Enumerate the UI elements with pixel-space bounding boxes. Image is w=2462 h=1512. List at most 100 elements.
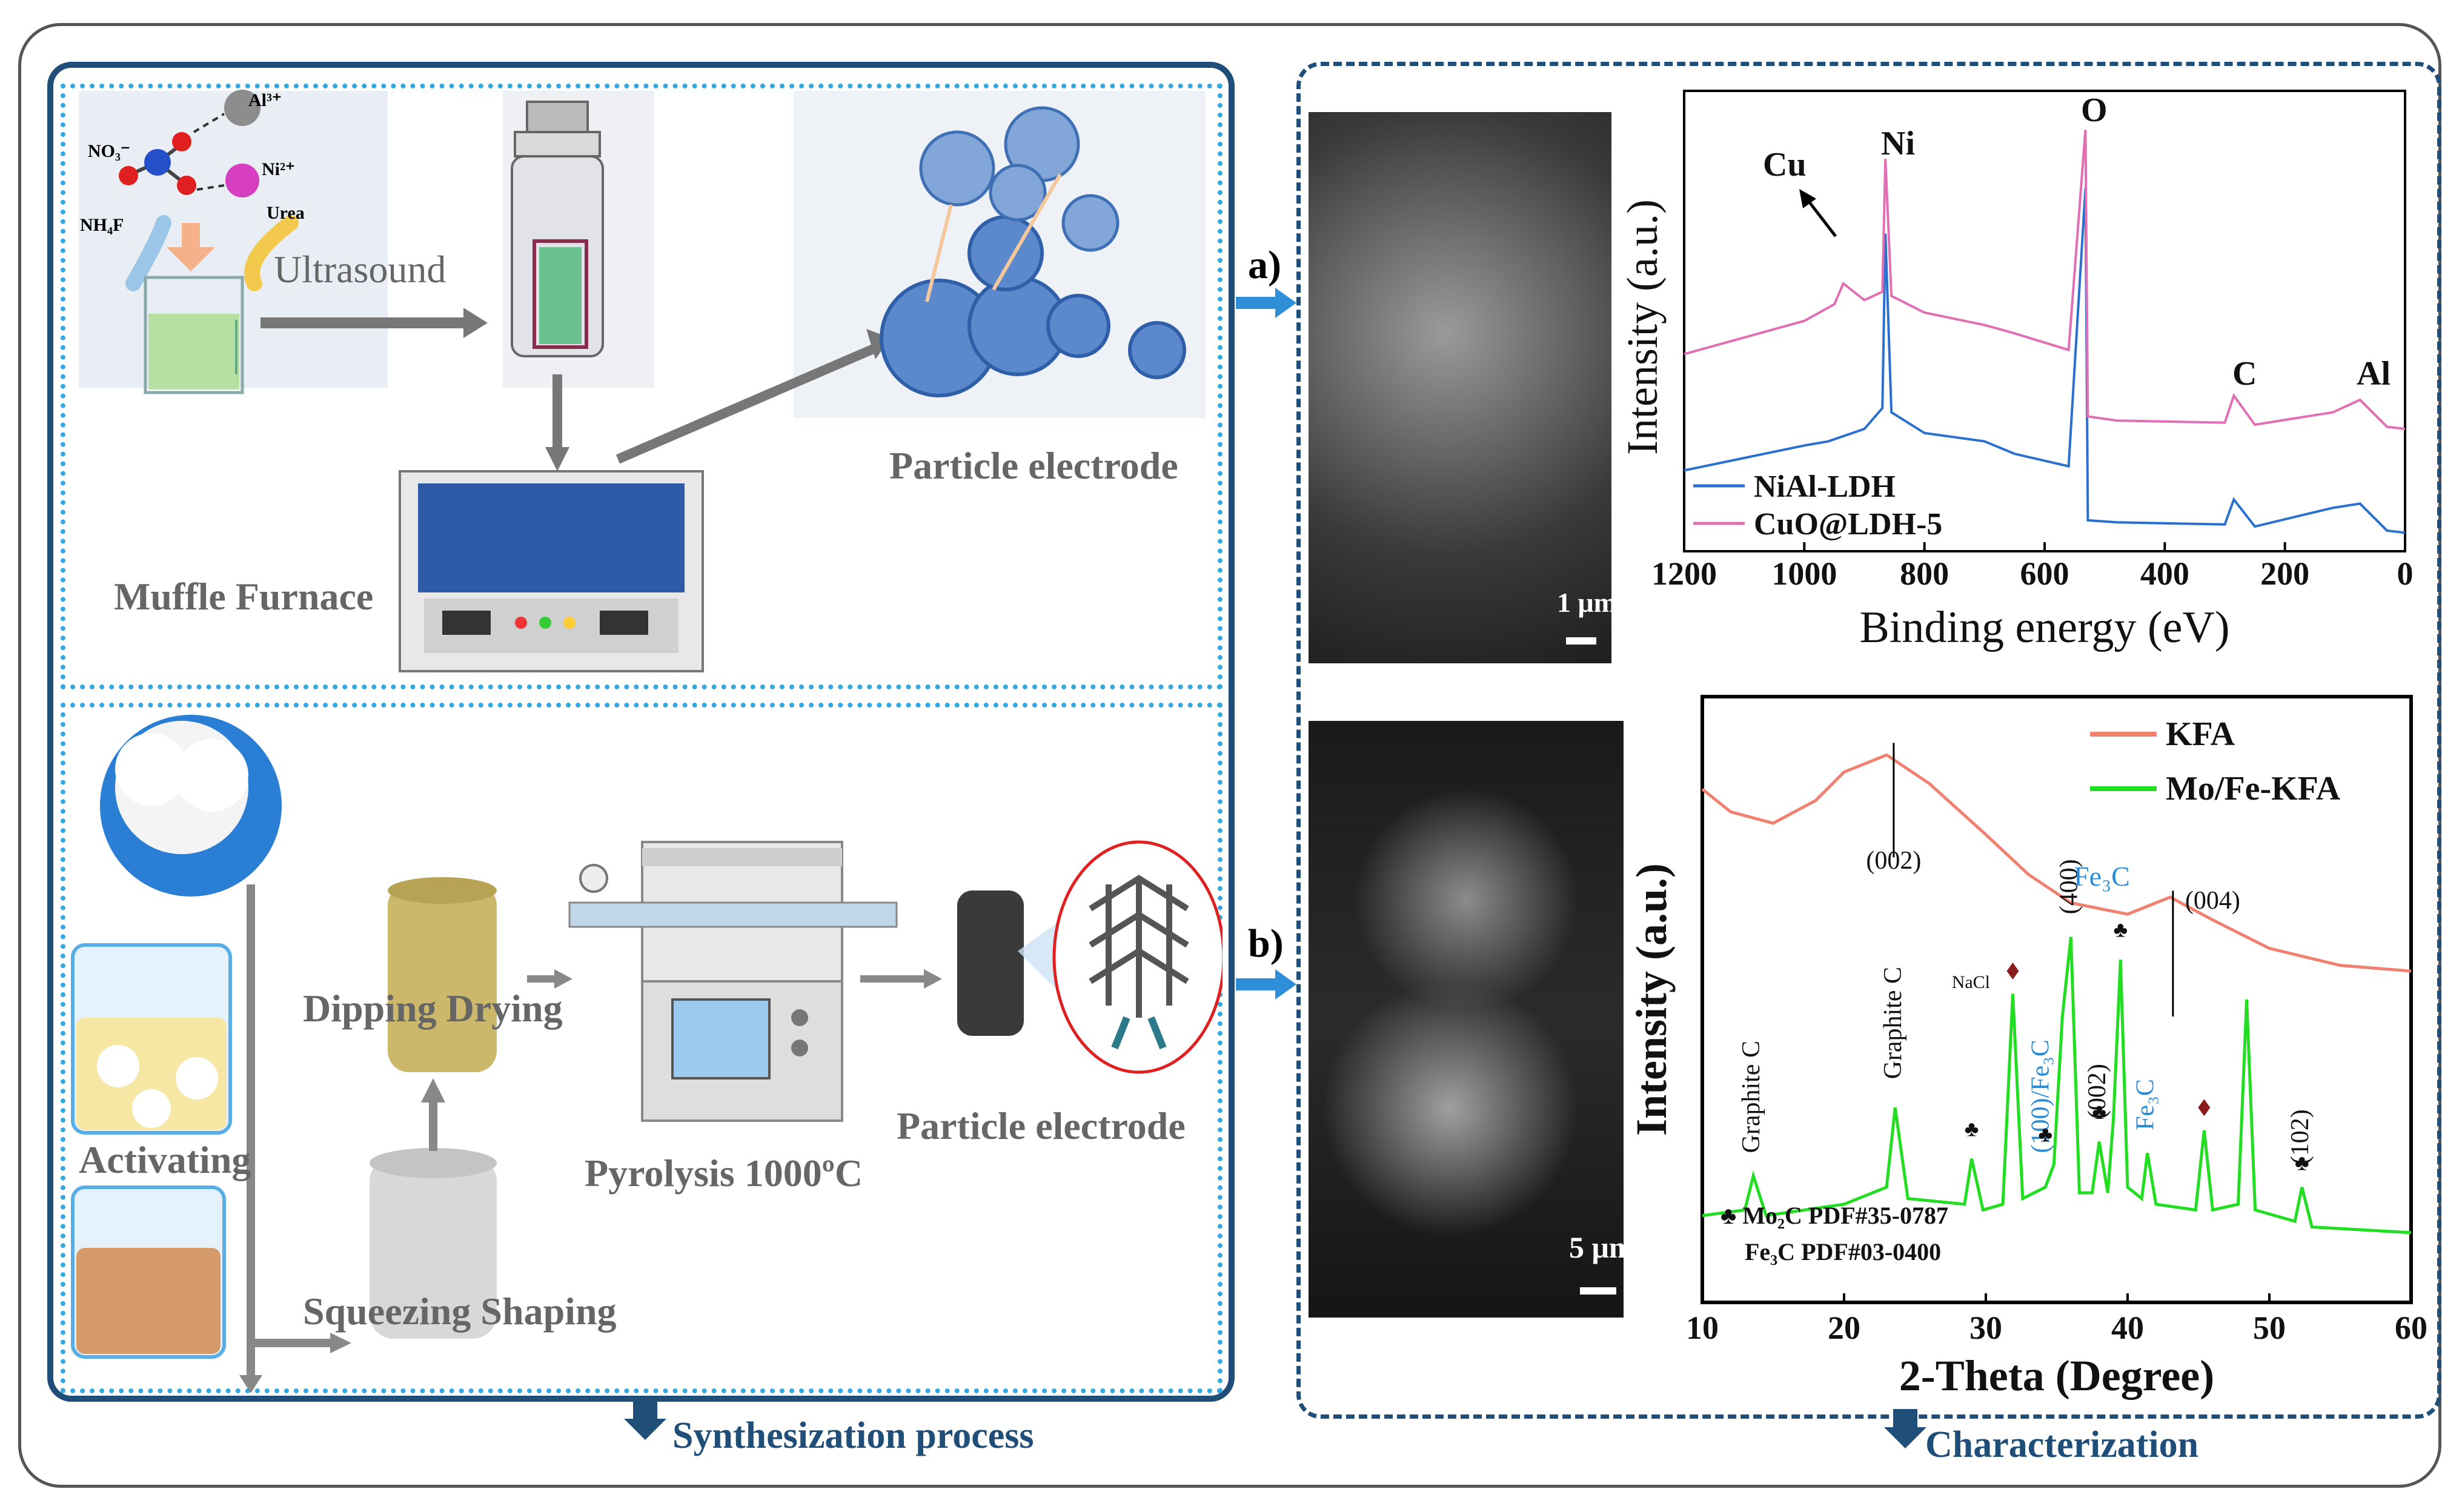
- xps-peak-label: O: [2081, 91, 2108, 129]
- kfa-synthesis-box: [61, 703, 1223, 1393]
- nh4f-label: NH₄F: [80, 215, 124, 235]
- characterization-panel: [1296, 62, 2441, 1419]
- sem-b-scale-label: 5 μm: [1569, 1230, 1634, 1264]
- cotton-icon: [100, 715, 282, 897]
- xps-x-tick-label: 800: [1900, 555, 1949, 592]
- dried-foam-icon: [388, 877, 497, 1072]
- panel-b-label: b): [1248, 921, 1284, 966]
- xps-legend-label: NiAl-LDH: [1754, 469, 1896, 504]
- xps-cu-arrow: [1804, 196, 1837, 237]
- muffle-furnace-icon: [399, 470, 704, 672]
- xrd-x-tick-label: 40: [2111, 1310, 2144, 1346]
- xrd-peak-label: Fe₃C: [2132, 1079, 2160, 1130]
- down-arrow-icon: [167, 223, 215, 271]
- muffle-furnace-label: Muffle Furnace: [114, 575, 374, 618]
- sem-image-a: [1309, 112, 1611, 663]
- xrd-ref-mo2c: ♣ Mo₂C PDF#35-0787: [1720, 1202, 1948, 1229]
- xrd-chart: 10 20 30 40 50 60 KFA Mo/Fe-KFA (002) (004) Graphi…: [1627, 695, 2427, 1400]
- xrd-hkl-label: (004): [2185, 887, 2240, 915]
- xps-x-tick-label: 1000: [1771, 555, 1837, 592]
- xrd-series-mofe-kfa: [1702, 937, 2412, 1235]
- arrow-a-icon: [1236, 288, 1296, 318]
- xps-legend-label: CuO@LDH-5: [1754, 507, 1942, 542]
- synthesis-panel: [47, 62, 1235, 1402]
- xps-cu-arrowhead: [1799, 189, 1816, 208]
- al-ion-label: Al³⁺: [248, 90, 282, 110]
- xrd-legend-label: KFA: [2166, 715, 2235, 753]
- xrd-legend-label: Mo/Fe-KFA: [2166, 770, 2341, 807]
- soak-beaker-icon: [71, 1185, 226, 1359]
- xrd-mo2c-marker: ♣: [2038, 1122, 2052, 1147]
- xps-peak-label: Al: [2357, 355, 2391, 393]
- xps-x-tick-label: 1200: [1651, 555, 1717, 592]
- activation-beaker-icon: [71, 943, 232, 1135]
- squeezing-shaping-label: Squeezing Shaping: [303, 1290, 617, 1333]
- particle-electrode-label-top: Particle electrode: [889, 444, 1178, 487]
- xrd-ref-fe3c: Fe₃C PDF#03-0400: [1745, 1238, 1941, 1265]
- xrd-peak-label: Graphite C: [1879, 967, 1907, 1079]
- al-ion-icon: [224, 90, 260, 126]
- xrd-fe3c-label: Fe₃C: [2074, 861, 2130, 892]
- sem-image-b: [1309, 721, 1624, 1318]
- xrd-mo2c-marker: ♣: [2092, 1099, 2106, 1124]
- xrd-mo2c-marker: ♣: [2295, 1151, 2309, 1175]
- xrd-x-axis-title: 2-Theta (Degree): [1899, 1351, 2214, 1400]
- autoclave-icon: [511, 101, 604, 357]
- tube-furnace-icon: [568, 841, 898, 1122]
- beaker-icon: [144, 276, 244, 394]
- xrd-x-tick-label: 60: [2395, 1310, 2427, 1346]
- xrd-mo2c-marker: ♣: [2113, 918, 2128, 942]
- sem-a-scale-label: 1 μm: [1557, 587, 1617, 618]
- xrd-y-axis-title: Intensity (a.u.): [1627, 863, 1676, 1136]
- xrd-series-kfa: [1701, 753, 2412, 973]
- activating-label: Activating: [79, 1138, 251, 1181]
- xrd-mo2c-marker: ♣: [1965, 1116, 1979, 1141]
- sem-a-scale-bar: [1566, 637, 1596, 645]
- kfa-synthesis-drawing: [71, 715, 1223, 1393]
- xrd-x-tick-label: 50: [2253, 1310, 2286, 1346]
- sem-b-scale-bar: [1580, 1287, 1616, 1295]
- xps-peak-label: Ni: [1881, 125, 1915, 162]
- ultrasound-label: Ultrasound: [274, 248, 446, 291]
- xrd-peak-label: (002): [2083, 1064, 2111, 1119]
- lattice-zoom-icon: [1052, 840, 1223, 1074]
- xrd-x-tick-label: 30: [1969, 1310, 2002, 1346]
- xps-x-axis-title: Binding energy (eV): [1859, 603, 2229, 652]
- ldh-particle-cluster-icon: [880, 106, 1186, 397]
- xps-series-cuo-ldh5: [1684, 130, 2406, 430]
- xrd-hkl-label: (002): [1866, 847, 1921, 875]
- arrow-b-icon: [1236, 969, 1296, 1000]
- urea-label: Urea: [267, 203, 305, 223]
- xrd-peak-label: (400): [2055, 859, 2083, 914]
- xps-series-nial-ldh: [1684, 188, 2406, 534]
- xps-x-tick-label: 400: [2140, 555, 2189, 592]
- xrd-x-tick-label: 20: [1828, 1310, 1860, 1346]
- pyrolysis-label: Pyrolysis 1000ºC: [585, 1152, 863, 1195]
- arrow-to-autoclave: [260, 317, 466, 328]
- xrd-peak-label: (100)/Fe₃C: [2027, 1040, 2055, 1153]
- xrd-nacl-marker: [2006, 963, 2019, 980]
- xrd-nacl-label: NaCl: [1952, 972, 1990, 992]
- xps-x-tick-label: 0: [2397, 555, 2414, 592]
- nitrate-label: NO₃⁻: [88, 141, 130, 161]
- characterization-label: Characterization: [1925, 1424, 2199, 1465]
- xrd-nacl-marker: [2198, 1099, 2211, 1116]
- xps-y-axis-title: Intensity (a.u.): [1624, 199, 1667, 455]
- xrd-plot-frame: [1701, 695, 2413, 1304]
- xps-peak-label: Cu: [1763, 146, 1807, 184]
- panel-a-label: a): [1248, 243, 1281, 287]
- xrd-peak-label: (102): [2286, 1109, 2314, 1164]
- dipping-drying-label: Dipping Drying: [303, 987, 563, 1030]
- particle-electrode-label-bottom: Particle electrode: [897, 1104, 1186, 1147]
- squeezed-foam-icon: [370, 1148, 497, 1339]
- ldh-synthesis-drawing: [119, 90, 1186, 672]
- xrd-peak-label: Graphite C: [1737, 1041, 1765, 1153]
- carbon-electrode-icon: [957, 890, 1024, 1036]
- ni-ion-label: Ni²⁺: [262, 159, 295, 179]
- xrd-x-tick-label: 10: [1686, 1310, 1719, 1346]
- xps-x-tick-label: 600: [2020, 555, 2069, 592]
- footer-down-arrow-icon-right: [1884, 1409, 1926, 1448]
- ni-ion-icon: [225, 164, 259, 197]
- ldh-synthesis-box: [61, 84, 1223, 689]
